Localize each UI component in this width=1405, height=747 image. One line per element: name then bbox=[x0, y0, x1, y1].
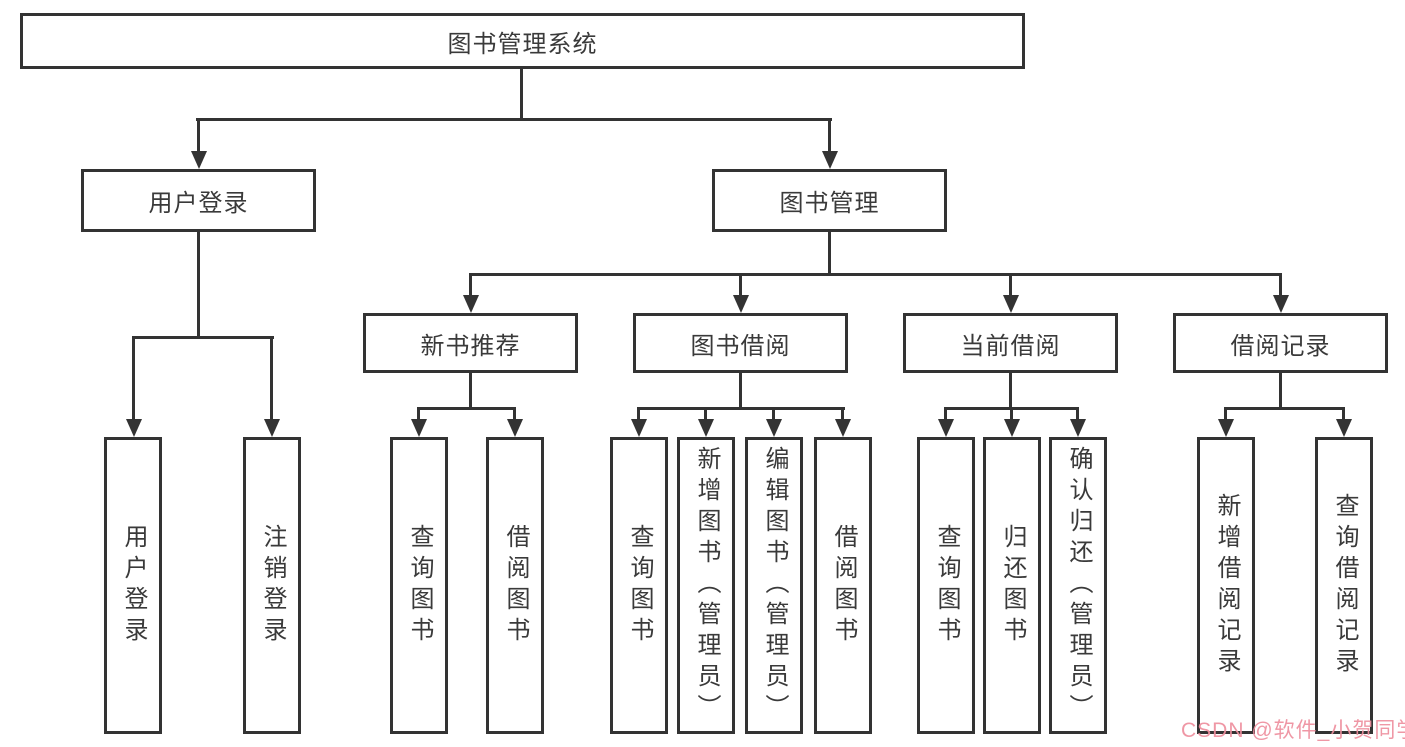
arrow-to-book-management bbox=[821, 118, 838, 169]
arrow-to-leaf-query-books-2 bbox=[630, 407, 647, 437]
connector-root-stem bbox=[520, 69, 523, 118]
leaf-query-books-1: 查询图书 bbox=[390, 437, 448, 734]
leaf-confirm-return-admin: 确认归还（管理员） bbox=[1049, 437, 1107, 734]
leaf-logout: 注销登录 bbox=[243, 437, 301, 734]
connector-borrow-record-stem bbox=[1279, 373, 1282, 407]
connector-book-borrow-rail bbox=[637, 407, 845, 410]
connector-new-book-rail bbox=[417, 407, 516, 410]
arrow-to-leaf-borrow-books-1 bbox=[506, 407, 523, 437]
leaf-borrow-books-1: 借阅图书 bbox=[486, 437, 544, 734]
arrow-to-user-login bbox=[190, 118, 207, 169]
csdn-watermark: CSDN @软件_小贺同学 bbox=[1181, 719, 1405, 742]
arrow-to-book-borrow bbox=[732, 273, 749, 313]
leaf-query-borrow-record: 查询借阅记录 bbox=[1315, 437, 1373, 734]
arrow-to-leaf-query-books-3 bbox=[937, 407, 954, 437]
arrow-to-leaf-add-record bbox=[1217, 407, 1234, 437]
connector-level2-rail bbox=[196, 118, 832, 121]
leaf-return-books: 归还图书 bbox=[983, 437, 1041, 734]
node-book-management: 图书管理 bbox=[712, 169, 947, 232]
arrow-to-leaf-return-books bbox=[1003, 407, 1020, 437]
node-new-book-recommend: 新书推荐 bbox=[363, 313, 578, 373]
node-current-borrowing: 当前借阅 bbox=[903, 313, 1118, 373]
leaf-add-borrow-record: 新增借阅记录 bbox=[1197, 437, 1255, 734]
node-user-login: 用户登录 bbox=[81, 169, 316, 232]
leaf-edit-books-admin: 编辑图书（管理员） bbox=[745, 437, 803, 734]
arrow-to-leaf-query-books-1 bbox=[410, 407, 427, 437]
arrow-to-leaf-edit-books bbox=[765, 407, 782, 437]
arrow-to-borrow-record bbox=[1272, 273, 1289, 313]
connector-borrow-record-rail bbox=[1224, 407, 1345, 410]
connector-user-login-stem bbox=[197, 232, 200, 336]
leaf-query-books-2: 查询图书 bbox=[610, 437, 668, 734]
connector-book-mgmt-stem bbox=[828, 232, 831, 273]
arrow-to-leaf-query-record bbox=[1335, 407, 1352, 437]
arrow-to-leaf-logout bbox=[263, 336, 280, 437]
connector-new-book-stem bbox=[469, 373, 472, 407]
connector-level3-rail bbox=[469, 273, 1282, 276]
node-book-borrowing: 图书借阅 bbox=[633, 313, 848, 373]
leaf-user-login: 用户登录 bbox=[104, 437, 162, 734]
arrow-to-leaf-user-login bbox=[125, 336, 142, 437]
leaf-borrow-books-2: 借阅图书 bbox=[814, 437, 872, 734]
node-library-management-system: 图书管理系统 bbox=[20, 13, 1025, 69]
connector-user-login-rail bbox=[132, 336, 274, 339]
leaf-add-books-admin: 新增图书（管理员） bbox=[677, 437, 735, 734]
node-borrowing-records: 借阅记录 bbox=[1173, 313, 1388, 373]
arrow-to-leaf-confirm-return bbox=[1069, 407, 1086, 437]
arrow-to-current-borrow bbox=[1002, 273, 1019, 313]
connector-book-borrow-stem bbox=[739, 373, 742, 407]
leaf-query-books-3: 查询图书 bbox=[917, 437, 975, 734]
connector-current-borrow-stem bbox=[1009, 373, 1012, 407]
arrow-to-new-book bbox=[462, 273, 479, 313]
arrow-to-leaf-borrow-books-2 bbox=[834, 407, 851, 437]
arrow-to-leaf-add-books bbox=[697, 407, 714, 437]
